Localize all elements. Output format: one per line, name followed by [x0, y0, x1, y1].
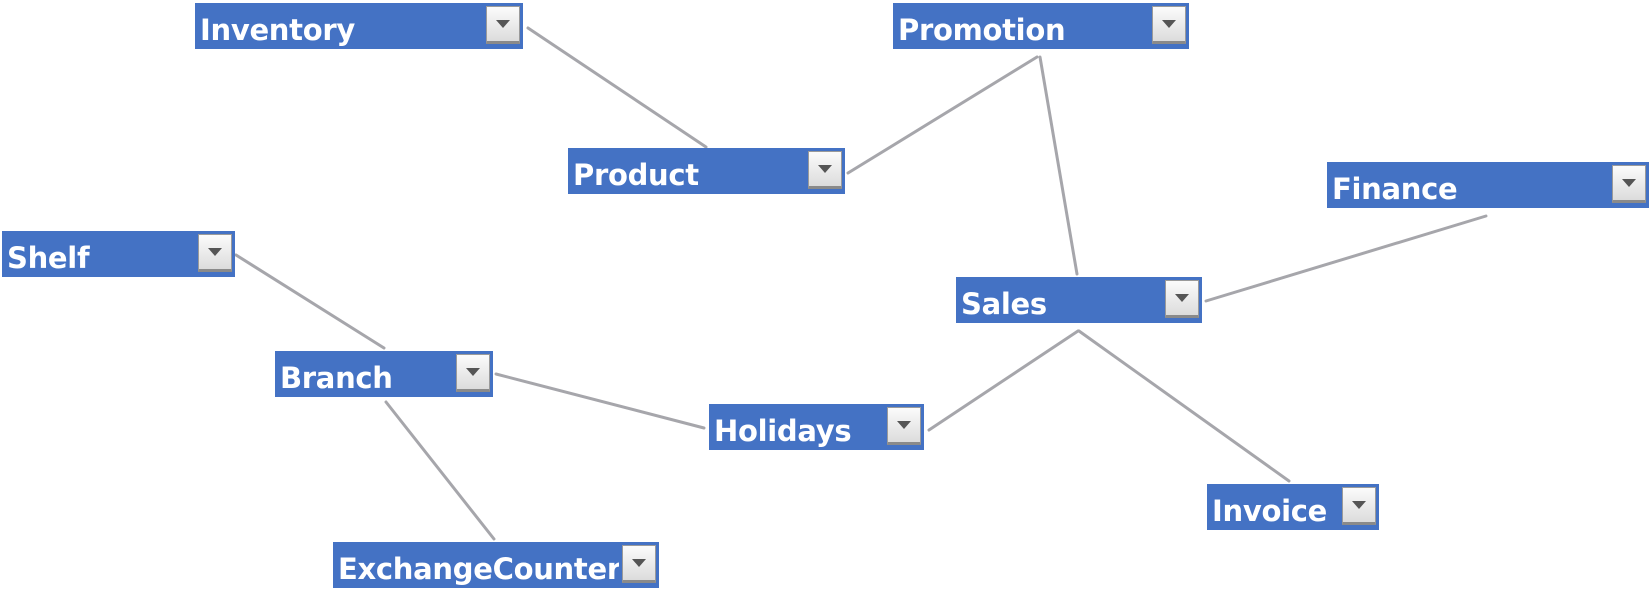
node-label: Branch: [275, 351, 453, 397]
dropdown-button[interactable]: [483, 3, 523, 49]
dropdown-button[interactable]: [1609, 162, 1649, 208]
node-promotion[interactable]: Promotion: [893, 3, 1189, 49]
chevron-down-icon: [897, 421, 911, 429]
node-label: Holidays: [709, 404, 884, 450]
node-label: ExchangeCounter: [333, 542, 619, 588]
edge-product-promotion: [846, 55, 1039, 175]
edge-promotion-sales: [1038, 55, 1079, 276]
chevron-down-icon: [1162, 20, 1176, 28]
node-label: Invoice: [1207, 484, 1339, 530]
chevron-down-icon: [1352, 501, 1366, 509]
dropdown-button[interactable]: [1149, 3, 1189, 49]
dropdown-button[interactable]: [453, 351, 493, 397]
chevron-down-icon: [1175, 294, 1189, 302]
edge-shelf-branch: [234, 253, 386, 350]
node-holidays[interactable]: Holidays: [709, 404, 924, 450]
dropdown-button[interactable]: [195, 231, 235, 277]
chevron-down-icon: [1622, 179, 1636, 187]
node-label: Product: [568, 148, 805, 194]
node-product[interactable]: Product: [568, 148, 845, 194]
edge-branch-exchange-counter: [384, 400, 496, 541]
node-finance[interactable]: Finance: [1327, 162, 1649, 208]
chevron-down-icon: [208, 248, 222, 256]
node-label: Shelf: [2, 231, 195, 277]
chevron-down-icon: [818, 165, 832, 173]
dropdown-button[interactable]: [805, 148, 845, 194]
node-inventory[interactable]: Inventory: [195, 3, 523, 49]
edge-inventory-product: [526, 26, 708, 149]
node-label: Sales: [956, 277, 1162, 323]
dropdown-button[interactable]: [1339, 484, 1379, 530]
chevron-down-icon: [496, 20, 510, 28]
edge-sales-finance: [1204, 214, 1488, 303]
node-shelf[interactable]: Shelf: [2, 231, 235, 277]
edge-sales-holidays: [927, 329, 1080, 432]
node-label: Inventory: [195, 3, 483, 49]
node-invoice[interactable]: Invoice: [1207, 484, 1379, 530]
chevron-down-icon: [466, 368, 480, 376]
edge-branch-holidays: [494, 372, 706, 430]
node-exchange-counter[interactable]: ExchangeCounter: [333, 542, 659, 588]
node-label: Finance: [1327, 162, 1609, 208]
edge-sales-invoice: [1077, 329, 1291, 483]
node-label: Promotion: [893, 3, 1149, 49]
dropdown-button[interactable]: [884, 404, 924, 450]
dropdown-button[interactable]: [1162, 277, 1202, 323]
chevron-down-icon: [632, 559, 646, 567]
node-sales[interactable]: Sales: [956, 277, 1202, 323]
node-branch[interactable]: Branch: [275, 351, 493, 397]
dropdown-button[interactable]: [619, 542, 659, 588]
